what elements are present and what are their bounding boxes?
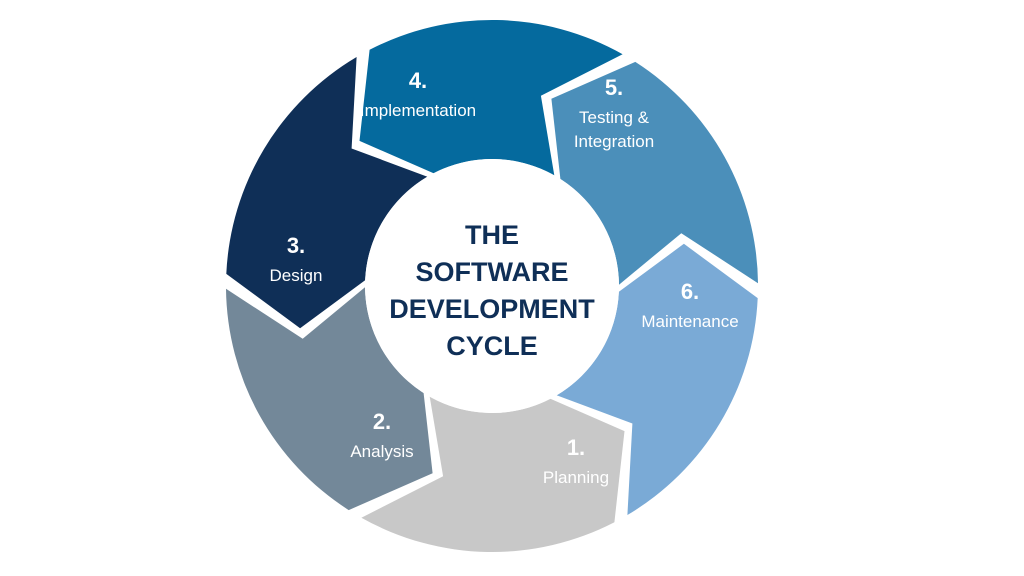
segment-2-label-line-1: Analysis: [350, 442, 413, 461]
segment-4-label-line-1: Implementation: [360, 101, 476, 120]
center-title: THE SOFTWARE DEVELOPMENT CYCLE: [389, 220, 595, 361]
segment-5: [359, 19, 623, 176]
segment-3-number: 3.: [287, 233, 305, 258]
segment-4: [226, 57, 428, 329]
segment-5-number: 5.: [605, 75, 623, 100]
segment-2-number: 2.: [373, 409, 391, 434]
title-line-3: DEVELOPMENT: [389, 294, 595, 324]
center-hub: [365, 159, 619, 413]
segment-5-label-line-1: Testing &: [579, 108, 650, 127]
segment-3: [226, 287, 433, 511]
title-line-2: SOFTWARE: [416, 257, 569, 287]
segment-1-number: 1.: [567, 435, 585, 460]
segment-1-label-line-1: Planning: [543, 468, 609, 487]
segment-3-label-line-1: Design: [270, 266, 323, 285]
cycle-segments: [226, 19, 758, 553]
segment-2: [361, 396, 625, 553]
segment-6-number: 6.: [681, 279, 699, 304]
segment-4-number: 4.: [409, 68, 427, 93]
segment-6-label-line-1: Maintenance: [641, 312, 738, 331]
title-line-1: THE: [465, 220, 519, 250]
segment-5-label-line-2: Integration: [574, 132, 654, 151]
segment-1: [556, 243, 758, 516]
title-line-4: CYCLE: [446, 331, 538, 361]
cycle-segment-labels: 1. Planning 2. Analysis 3. Design 4. Implementa…: [270, 68, 739, 487]
segment-6: [551, 61, 758, 285]
